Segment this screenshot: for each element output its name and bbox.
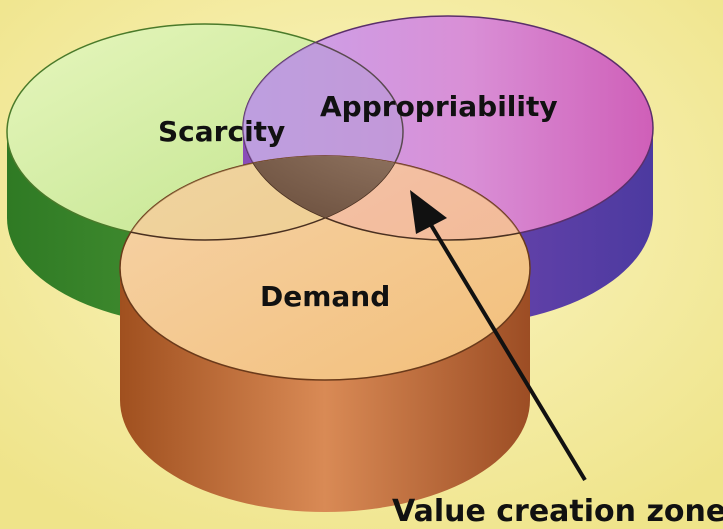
arrow-shaft (420, 208, 587, 482)
demand-label: Demand (260, 280, 390, 313)
value-creation-zone-label: Value creation zone (392, 494, 723, 529)
value-creation-zone (243, 156, 403, 240)
arrow-head (410, 190, 447, 234)
callout-arrow (410, 190, 587, 482)
scarcity-outline-inside (243, 23, 404, 240)
appropriability-outline-on-demand (242, 156, 530, 241)
appropriability-label: Appropriability (320, 90, 558, 123)
demand-disk-side (120, 268, 530, 512)
scarcity-label: Scarcity (158, 115, 285, 148)
scarcity-outline-on-demand (120, 156, 404, 241)
